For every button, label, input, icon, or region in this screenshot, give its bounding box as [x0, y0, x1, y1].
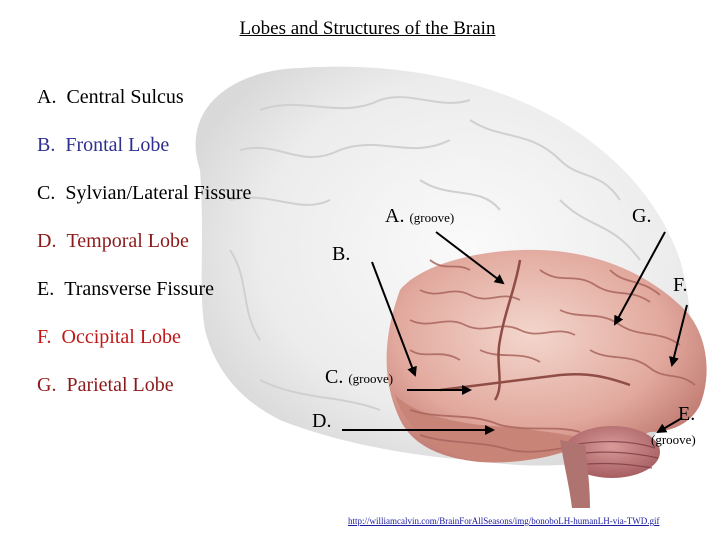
- legend-text: Frontal Lobe: [65, 134, 170, 156]
- legend-item-transverse-fissure: E. Transverse Fissure: [37, 278, 214, 301]
- legend-letter: G.: [37, 374, 57, 396]
- legend-letter: A.: [37, 86, 57, 108]
- label-c: C. (groove): [325, 366, 393, 389]
- label-e-note: (groove): [651, 432, 696, 447]
- label-a-letter: A.: [385, 205, 405, 227]
- label-c-letter: C.: [325, 366, 344, 388]
- legend-text: Occipital Lobe: [61, 326, 181, 348]
- label-e: E.: [678, 403, 696, 425]
- legend-item-frontal-lobe: B. Frontal Lobe: [37, 134, 169, 157]
- label-f: F.: [673, 274, 688, 296]
- label-d: D.: [312, 410, 332, 432]
- legend-letter: B.: [37, 134, 56, 156]
- legend-item-temporal-lobe: D. Temporal Lobe: [37, 230, 189, 253]
- label-a-note: (groove): [409, 210, 455, 225]
- slide-title: Lobes and Structures of the Brain: [239, 18, 496, 39]
- legend-text: Temporal Lobe: [66, 230, 189, 252]
- legend-text: Sylvian/Lateral Fissure: [65, 182, 252, 204]
- label-a: A. (groove): [385, 205, 454, 228]
- legend-item-parietal-lobe: G. Parietal Lobe: [37, 374, 174, 397]
- legend-item-sylvian-fissure: C. Sylvian/Lateral Fissure: [37, 182, 251, 205]
- legend-text: Central Sulcus: [66, 86, 184, 108]
- label-c-note: (groove): [348, 371, 394, 386]
- legend-text: Transverse Fissure: [64, 278, 215, 300]
- source-link[interactable]: http://williamcalvin.com/BrainForAllSeas…: [348, 516, 660, 526]
- legend-item-occipital-lobe: F. Occipital Lobe: [37, 326, 181, 349]
- legend-letter: E.: [37, 278, 55, 300]
- legend-letter: D.: [37, 230, 57, 252]
- legend-text: Parietal Lobe: [66, 374, 174, 396]
- legend-item-central-sulcus: A. Central Sulcus: [37, 86, 184, 109]
- legend-letter: F.: [37, 326, 52, 348]
- label-g: G.: [632, 205, 652, 227]
- legend-letter: C.: [37, 182, 56, 204]
- label-b: B.: [332, 243, 351, 265]
